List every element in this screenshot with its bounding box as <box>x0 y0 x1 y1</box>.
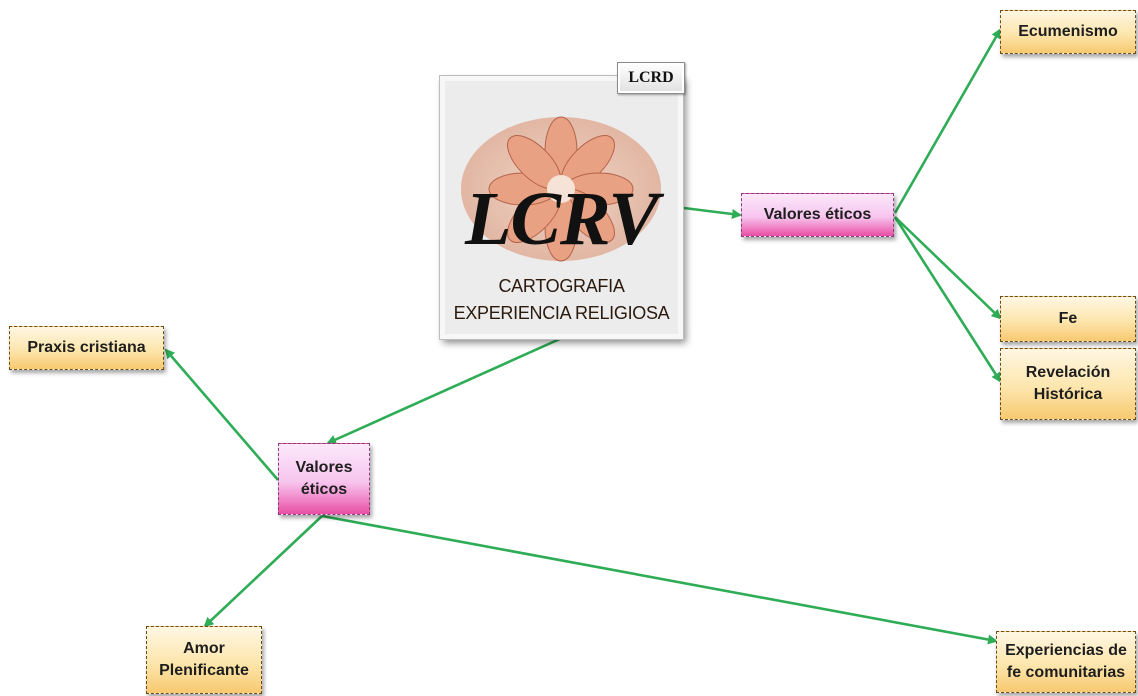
fe-label: Fe <box>1058 310 1078 328</box>
center-logo: LCRV CARTOGRAFIA EXPERIENCIA RELIGIOSA <box>439 75 684 340</box>
lcrd-badge: LCRD <box>617 62 685 94</box>
revelacion-label-line2: Histórica <box>1033 386 1103 403</box>
valores-eticos-right-node: Valores éticos <box>741 193 894 237</box>
ecumenismo-label: Ecumenismo <box>1018 23 1118 41</box>
fe-node: Fe <box>1000 296 1136 342</box>
connector-center-to-valores-left <box>326 336 563 445</box>
logo-title-line1: CARTOGRAFIA <box>498 276 625 296</box>
amor-plenificante-node: Amor Plenificante <box>146 626 262 694</box>
experiencias-label-line2: fe comunitarias <box>1006 664 1126 681</box>
experiencias-label-line1: Experiencias de <box>1005 642 1127 660</box>
valores-eticos-left-line2: éticos <box>300 481 348 498</box>
logo-title-line2: EXPERIENCIA RELIGIOSA <box>453 303 670 323</box>
experiencias-comunitarias-node: Experiencias de fe comunitarias <box>996 631 1136 693</box>
revelacion-label-line1: Revelación <box>1025 364 1111 382</box>
hands-circle-image <box>461 116 661 262</box>
connector-valores-left-to-amor <box>203 515 323 628</box>
valores-eticos-right-label: Valores éticos <box>763 206 872 224</box>
valores-eticos-left-node: Valores éticos <box>278 443 370 515</box>
connector-valores-right-to-ecumenismo <box>893 28 1002 214</box>
connector-valores-right-to-revelacion <box>893 216 1002 383</box>
revelacion-historica-node: Revelación Histórica <box>1000 348 1136 420</box>
logo-letters: LCRV <box>464 177 659 261</box>
connector-valores-right-to-fe <box>894 216 1002 320</box>
ecumenismo-node: Ecumenismo <box>1000 10 1136 54</box>
praxis-cristiana-node: Praxis cristiana <box>9 326 164 370</box>
valores-eticos-left-line1: Valores <box>295 459 353 477</box>
amor-label-line2: Plenificante <box>159 662 249 679</box>
amor-label-line1: Amor <box>183 640 225 658</box>
praxis-cristiana-label: Praxis cristiana <box>27 339 146 357</box>
connector-valores-left-to-praxis <box>164 348 279 481</box>
connector-valores-left-to-experiencias <box>321 514 998 645</box>
connector-center-to-valores-right <box>683 206 742 219</box>
